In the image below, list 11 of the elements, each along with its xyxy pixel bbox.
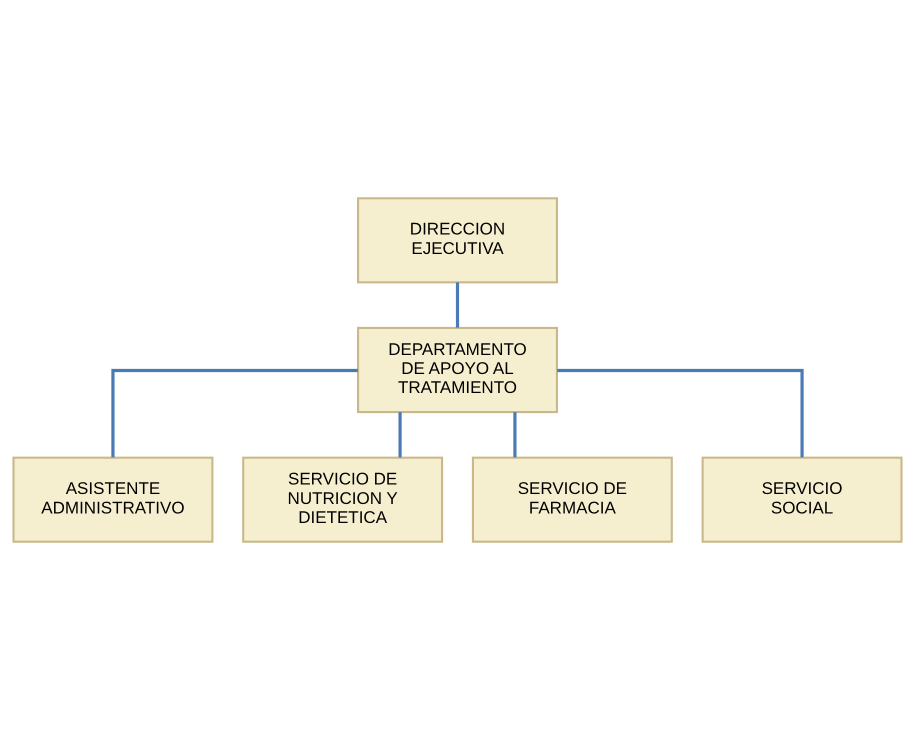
connector — [455, 282, 459, 328]
node-box: SERVICIO DE FARMACIA — [471, 456, 672, 543]
node-box: SERVICIO DE NUTRICION Y DIETETICA — [242, 456, 443, 543]
connector — [556, 368, 804, 458]
node-box: ASISTENTE ADMINISTRATIVO — [12, 456, 213, 543]
connector — [398, 412, 402, 458]
node-box: SERVICIO SOCIAL — [701, 456, 902, 543]
connector — [512, 412, 516, 458]
connector — [110, 368, 358, 458]
node-box: DEPARTAMENTO DE APOYO AL TRATAMIENTO — [356, 326, 558, 414]
node-box: DIRECCION EJECUTIVA — [356, 197, 558, 284]
